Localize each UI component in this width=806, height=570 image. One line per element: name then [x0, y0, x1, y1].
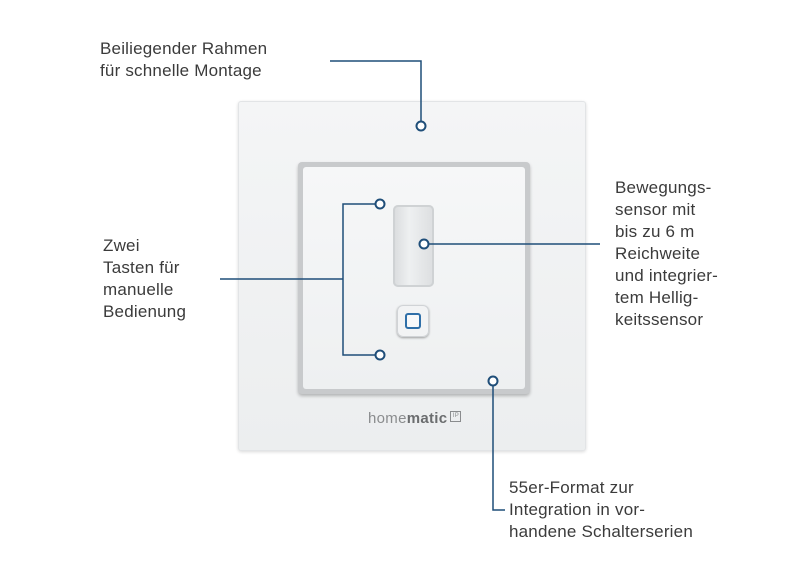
callout-sensor-line: und integrier-: [615, 266, 718, 285]
callout-sensor-line: bis zu 6 m: [615, 222, 695, 241]
marker-format: [487, 375, 499, 387]
callout-sensor-line: keitssensor: [615, 310, 704, 329]
button-led-icon: [405, 313, 421, 329]
callout-format-line: Integration in vor-: [509, 500, 646, 519]
leader-buttons-bracket: [342, 203, 376, 356]
callout-frame-line: für schnelle Montage: [100, 61, 262, 80]
callout-buttons-line: Zwei: [103, 236, 140, 255]
marker-frame: [415, 120, 427, 132]
callout-buttons: Zwei Tasten für manuelle Bedienung: [103, 235, 186, 323]
callout-format: 55er-Format zur Integration in vor- hand…: [509, 477, 693, 543]
callout-format-line: handene Schalterserien: [509, 522, 693, 541]
ip-logo-mark: IP: [450, 411, 462, 422]
callout-buttons-line: Tasten für: [103, 258, 180, 277]
callout-frame: Beiliegender Rahmen für schnelle Montage: [100, 38, 267, 82]
callout-sensor-line: tem Hellig-: [615, 288, 699, 307]
leader-format: [492, 385, 505, 511]
callout-sensor-line: Reichweite: [615, 244, 701, 263]
device-push-button: [397, 305, 429, 337]
callout-buttons-line: Bedienung: [103, 302, 187, 321]
callout-sensor-line: sensor mit: [615, 200, 696, 219]
marker-sensor: [418, 238, 430, 250]
leader-frame: [330, 60, 422, 122]
marker-button-bottom: [374, 349, 386, 361]
callout-buttons-line: manuelle: [103, 280, 174, 299]
marker-button-top: [374, 198, 386, 210]
callout-frame-line: Beiliegender Rahmen: [100, 39, 268, 58]
callout-sensor-line: Bewegungs-: [615, 178, 712, 197]
callout-motion-sensor: Bewegungs- sensor mit bis zu 6 m Reichwe…: [615, 177, 718, 331]
callout-format-line: 55er-Format zur: [509, 478, 634, 497]
